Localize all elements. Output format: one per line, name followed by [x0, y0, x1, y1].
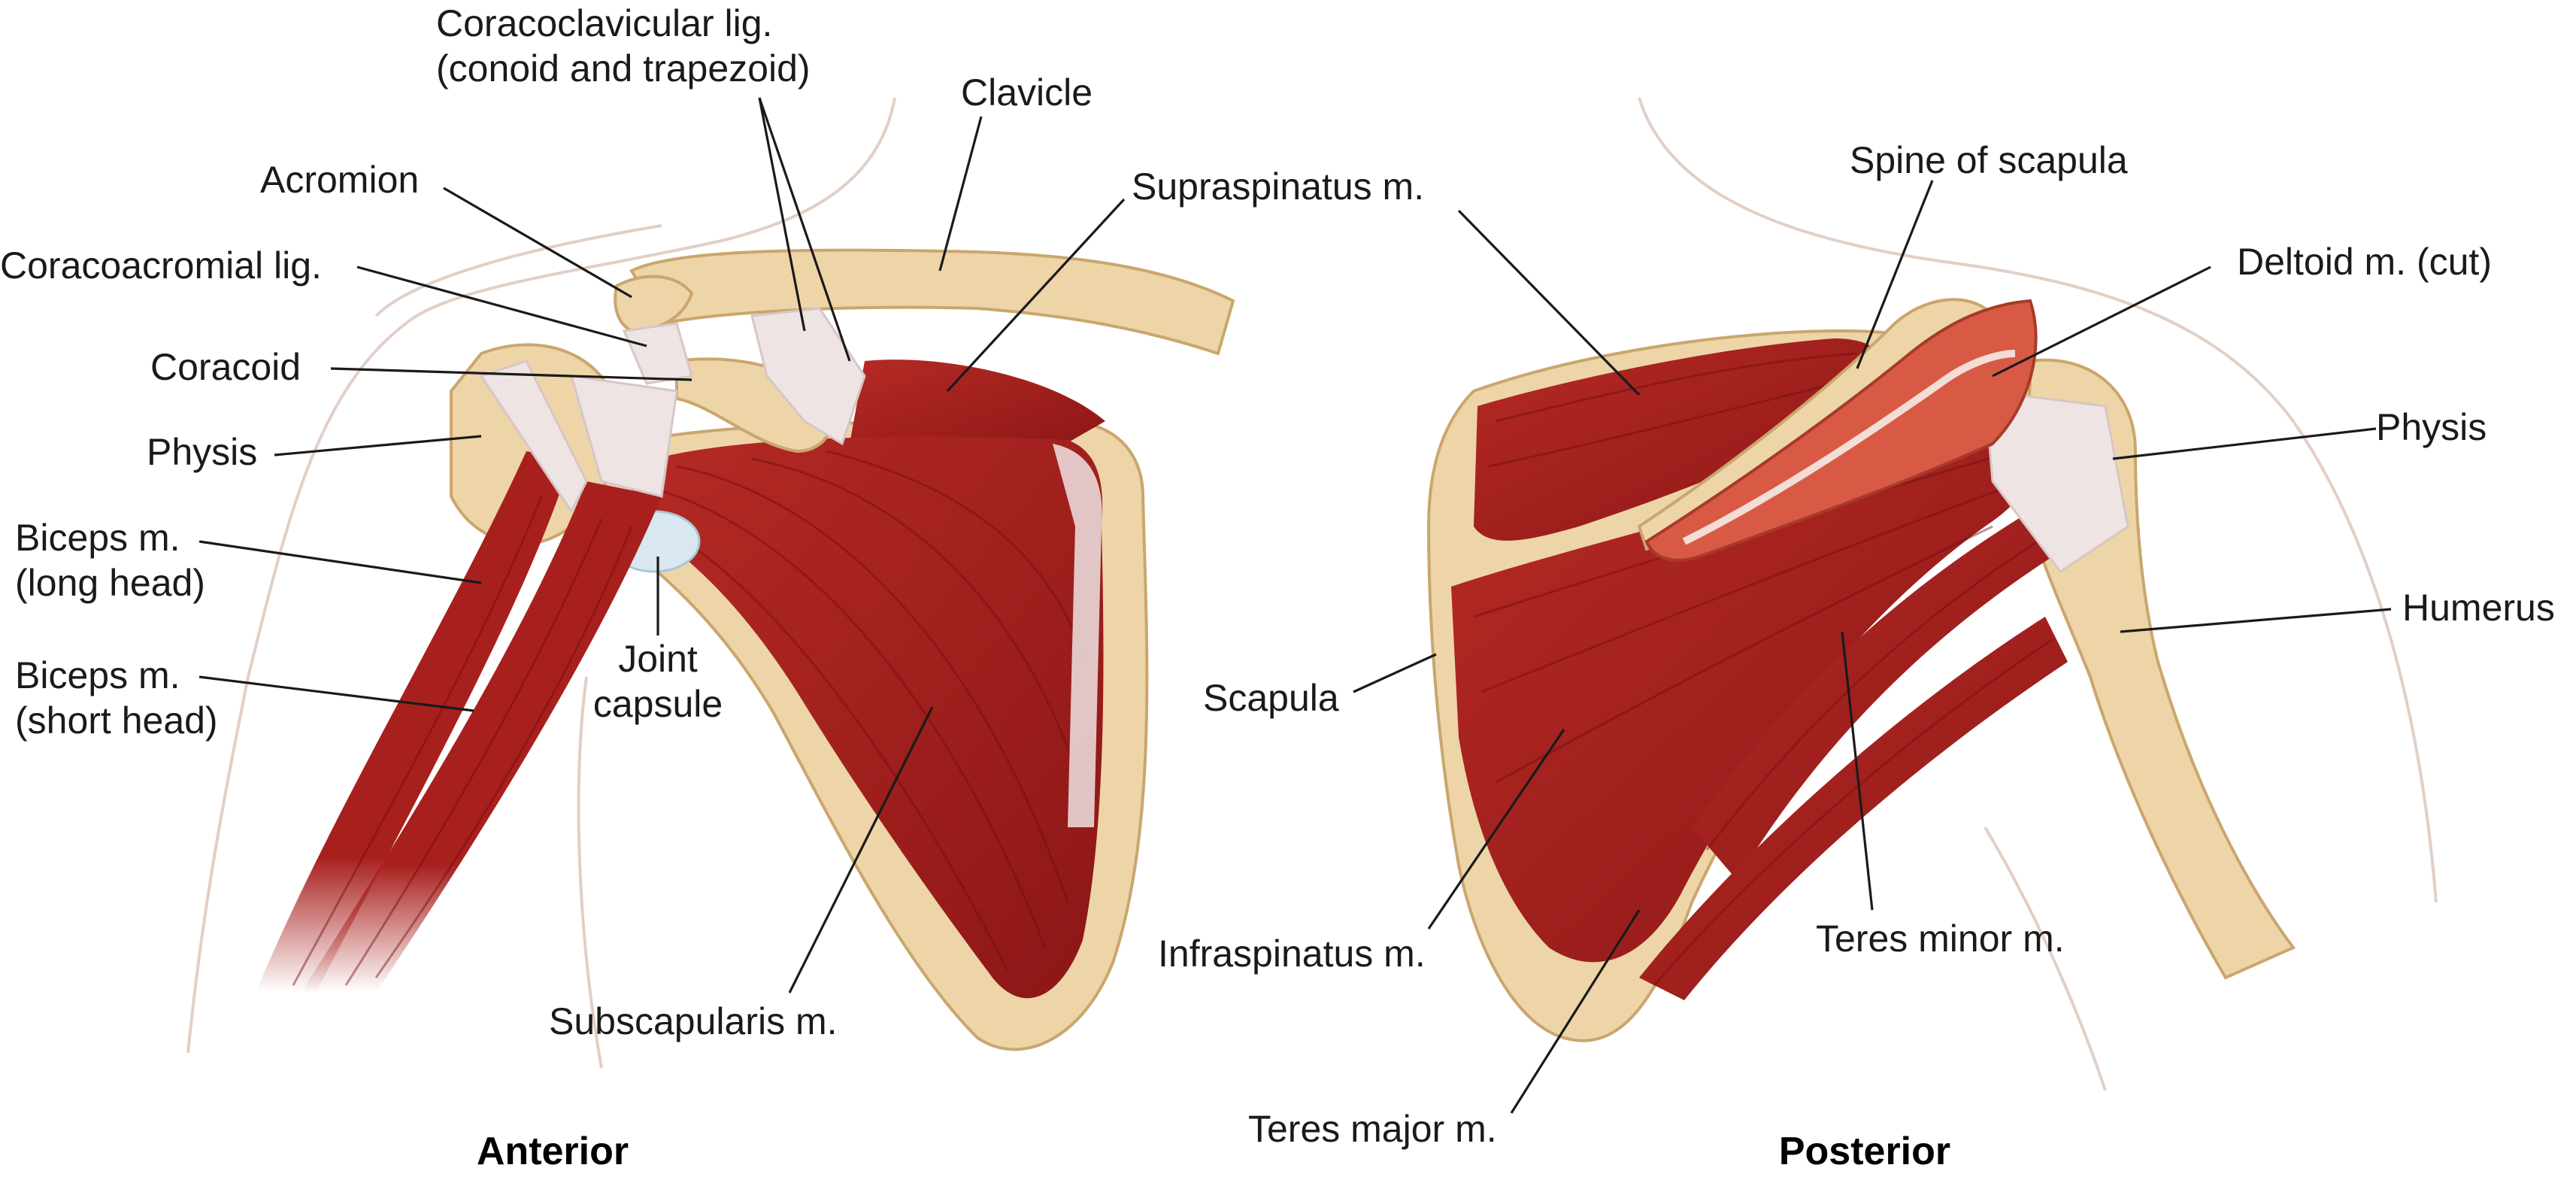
infraspinatus-muscle: [1451, 429, 2036, 963]
label-subscapularis: Subscapularis m.: [549, 1000, 838, 1042]
label-coracoclavicular-lig-detail: (conoid and trapezoid): [436, 47, 811, 89]
posterior-skin-outline: [1638, 97, 2438, 903]
posterior-rotator-tendons: [1984, 390, 2129, 574]
label-joint-capsule-detail: capsule: [593, 683, 723, 725]
posterior-view: Spine of scapula Deltoid m. (cut) Physis…: [1158, 97, 2555, 1173]
label-coracoclavicular-lig: Coracoclavicular lig.: [436, 2, 772, 44]
anterior-view: Coracoclavicular lig. (conoid and trapez…: [0, 2, 1424, 1173]
anterior-skin-outline: [186, 97, 896, 1054]
clavicle-bone: [629, 248, 1235, 356]
label-deltoid-cut: Deltoid m. (cut): [2237, 241, 2492, 283]
subscapularis-tendon-edge: [1053, 444, 1102, 827]
label-humerus: Humerus: [2402, 587, 2555, 629]
label-scapula: Scapula: [1203, 677, 1339, 719]
label-biceps-long-head: Biceps m.: [15, 517, 180, 559]
subscapularis-muscle: [632, 436, 1104, 999]
label-biceps-short-head-detail: (short head): [15, 699, 218, 742]
label-biceps-long-head-detail: (long head): [15, 562, 205, 604]
subscapularis-fibers: [653, 450, 1092, 971]
anterior-armpit-outline: [577, 676, 603, 1069]
label-biceps-short-head: Biceps m.: [15, 654, 180, 696]
label-acromion: Acromion: [260, 159, 419, 201]
biceps-fibers: [292, 496, 633, 986]
label-teres-major: Teres major m.: [1248, 1108, 1497, 1150]
label-supraspinatus-anterior: Supraspinatus m.: [1132, 165, 1424, 208]
label-physis-posterior: Physis: [2376, 406, 2487, 448]
acromion-process: [614, 275, 694, 333]
posterior-armpit-outline: [1984, 826, 2107, 1091]
coracoclavicular-ligament: [750, 307, 866, 446]
anterior-skin-outline-neck: [374, 224, 662, 317]
label-clavicle: Clavicle: [961, 71, 1093, 114]
anterior-supraspinatus-muscle: [850, 359, 1105, 451]
coracoacromial-ligament: [622, 322, 693, 385]
label-coracoacromial-lig: Coracoacromial lig.: [0, 244, 322, 287]
label-teres-minor: Teres minor m.: [1816, 918, 2065, 960]
biceps-short-head-muscle: [301, 481, 662, 993]
label-coracoid: Coracoid: [150, 346, 301, 388]
label-physis-anterior: Physis: [147, 431, 257, 473]
anterior-leader-lines: [199, 97, 1126, 993]
label-infraspinatus: Infraspinatus m.: [1158, 933, 1426, 975]
view-title-posterior: Posterior: [1779, 1130, 1950, 1173]
label-joint-capsule: Joint: [618, 638, 698, 680]
label-spine-of-scapula: Spine of scapula: [1850, 139, 2128, 181]
supraspinatus-muscle: [1474, 338, 1886, 541]
biceps-tendons: [479, 359, 678, 514]
teres-minor-muscle: [1692, 511, 2053, 880]
posterior-leader-lines: [1353, 180, 2392, 1114]
teres-major-muscle: [1639, 617, 2068, 1000]
biceps-long-head-muscle: [256, 451, 571, 993]
deltoid-cut-surface: [1682, 350, 2016, 545]
view-title-anterior: Anterior: [477, 1130, 629, 1173]
